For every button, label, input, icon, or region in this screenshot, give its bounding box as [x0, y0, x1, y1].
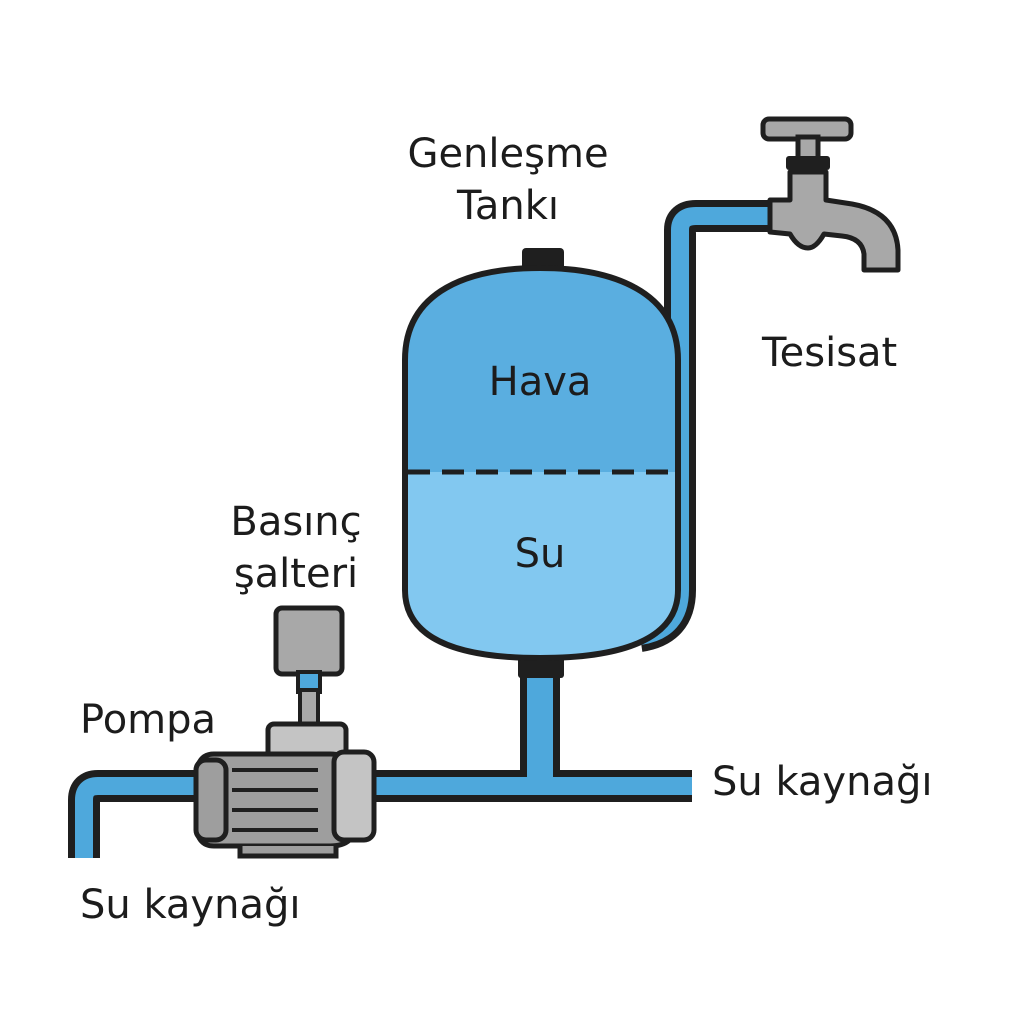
pump-label: Pompa	[80, 697, 217, 743]
pressure-switch-icon	[273, 605, 345, 728]
supply-right-label: Su kaynağı	[712, 759, 933, 805]
pressure-switch-text: Basınç şalteri	[230, 499, 362, 597]
tank-title-label: Genleşme Tankı	[368, 128, 648, 232]
tank-shell	[402, 264, 681, 662]
tank-title-line: Genleşme Tankı	[407, 131, 609, 229]
supply-pipe-left	[68, 770, 208, 858]
tank-water-region	[405, 472, 678, 658]
air-label: Hava	[488, 359, 592, 405]
pump-icon	[193, 721, 377, 859]
water-label: Su	[514, 531, 566, 577]
expansion-tank	[402, 248, 681, 678]
supply-left-label: Su kaynağı	[80, 882, 301, 928]
pressure-switch-label: Basınç şalteri	[224, 496, 368, 600]
faucet-icon	[760, 116, 901, 273]
faucet-label: Tesisat	[762, 330, 898, 376]
tank-air-region	[405, 268, 678, 472]
